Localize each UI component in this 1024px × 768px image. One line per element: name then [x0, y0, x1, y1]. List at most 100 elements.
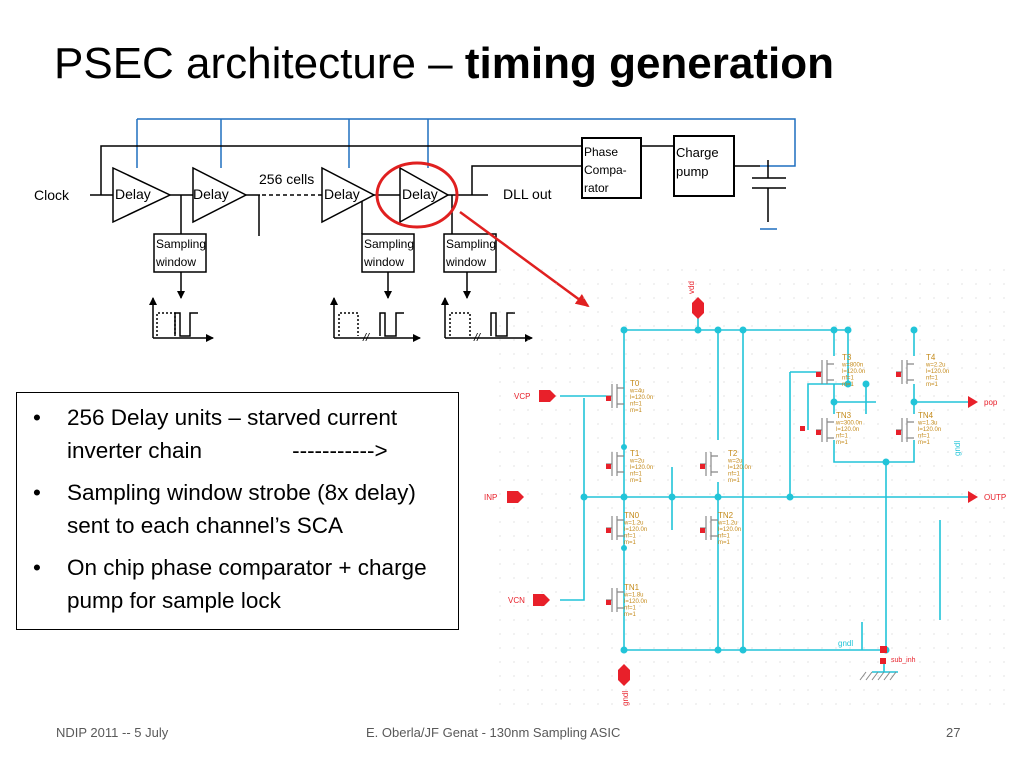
grid-dot	[947, 339, 949, 341]
grid-dot	[527, 353, 529, 355]
grid-dot	[681, 535, 683, 537]
device-label-tn1-1: w=1.8u	[623, 593, 644, 599]
grid-dot	[989, 661, 991, 663]
grid-dot	[779, 549, 781, 551]
grid-dot	[863, 689, 865, 691]
grid-dot	[681, 353, 683, 355]
grid-dot	[597, 577, 599, 579]
grid-dot	[919, 451, 921, 453]
grid-dot	[751, 381, 753, 383]
grid-dot	[611, 689, 613, 691]
grid-dot	[849, 409, 851, 411]
footer-left: NDIP 2011 -- 5 July	[56, 725, 169, 740]
grid-dot	[877, 465, 879, 467]
title-bold: timing generation	[464, 39, 834, 88]
grid-dot	[681, 479, 683, 481]
grid-dot	[779, 269, 781, 271]
clock-wiring	[90, 145, 786, 299]
grid-dot	[513, 535, 515, 537]
grid-dot	[569, 283, 571, 285]
grid-dot	[835, 423, 837, 425]
grid-dot	[877, 381, 879, 383]
grid-dot	[541, 535, 543, 537]
vcn-pin	[533, 594, 550, 606]
grid-dot	[667, 325, 669, 327]
grid-dot	[877, 619, 879, 621]
sampling-label-2b: window	[363, 255, 404, 269]
sampling-window-box-3	[443, 233, 497, 273]
device-label-tn1-4: m=1	[624, 612, 637, 618]
grid-dot	[625, 381, 627, 383]
grid-dot	[513, 479, 515, 481]
bullet-item-1: 256 Delay units – starved current invert…	[31, 401, 452, 467]
grid-dot	[709, 297, 711, 299]
grid-dot	[947, 451, 949, 453]
device-label-t0-3: nf=1	[630, 402, 643, 408]
grid-dot	[499, 325, 501, 327]
grid-dot	[499, 367, 501, 369]
grid-dot	[737, 647, 739, 649]
grid-dot	[737, 353, 739, 355]
grid-dot	[891, 339, 893, 341]
grid-dot	[961, 297, 963, 299]
grid-dot	[821, 353, 823, 355]
grid-dot	[779, 563, 781, 565]
device-label-t4-0: T4	[926, 353, 936, 362]
grid-dot	[989, 339, 991, 341]
grid-dot	[835, 479, 837, 481]
grid-dot	[807, 605, 809, 607]
grid-dot	[653, 451, 655, 453]
grid-dot	[863, 409, 865, 411]
grid-dot	[667, 451, 669, 453]
grid-dot	[877, 479, 879, 481]
grid-dot	[709, 437, 711, 439]
grid-dot	[499, 619, 501, 621]
grid-dot	[765, 563, 767, 565]
grid-dot	[905, 381, 907, 383]
grid-dot	[793, 703, 795, 705]
grid-dot	[765, 437, 767, 439]
grid-dot	[639, 283, 641, 285]
grid-dot	[723, 605, 725, 607]
grid-dot	[583, 283, 585, 285]
grid-dot	[793, 297, 795, 299]
grid-dot	[961, 521, 963, 523]
grid-dot	[947, 563, 949, 565]
grid-dot	[933, 689, 935, 691]
grid-dot	[625, 339, 627, 341]
grid-dot	[695, 283, 697, 285]
grid-dot	[681, 633, 683, 635]
grid-dot	[737, 479, 739, 481]
grid-dot	[877, 353, 879, 355]
grid-dot	[975, 619, 977, 621]
grid-dot	[555, 661, 557, 663]
grid-dot	[793, 577, 795, 579]
grid-dot	[919, 577, 921, 579]
grid-dot	[555, 283, 557, 285]
grid-dot	[821, 703, 823, 705]
grid-dot	[751, 619, 753, 621]
grid-dot	[723, 479, 725, 481]
grid-dot	[555, 311, 557, 313]
grid-dot	[709, 619, 711, 621]
footer-center: E. Oberla/JF Genat - 130nm Sampling ASIC	[366, 725, 621, 740]
break-mark-1: //	[362, 332, 370, 344]
grid-dot	[863, 353, 865, 355]
grid-dot	[569, 633, 571, 635]
grid-dot	[611, 549, 613, 551]
grid-dot	[499, 423, 501, 425]
grid-dot	[723, 549, 725, 551]
grid-dot	[541, 437, 543, 439]
grid-dot	[569, 381, 571, 383]
grid-dot	[513, 689, 515, 691]
grid-dot	[849, 661, 851, 663]
grid-dot	[611, 647, 613, 649]
grid-dot	[513, 619, 515, 621]
grid-dot	[541, 689, 543, 691]
grid-dot	[933, 381, 935, 383]
grid-dot	[765, 479, 767, 481]
grid-dot	[933, 563, 935, 565]
grid-dot	[695, 325, 697, 327]
device-label-tn3-0: TN3	[836, 411, 852, 420]
grid-dot	[527, 605, 529, 607]
